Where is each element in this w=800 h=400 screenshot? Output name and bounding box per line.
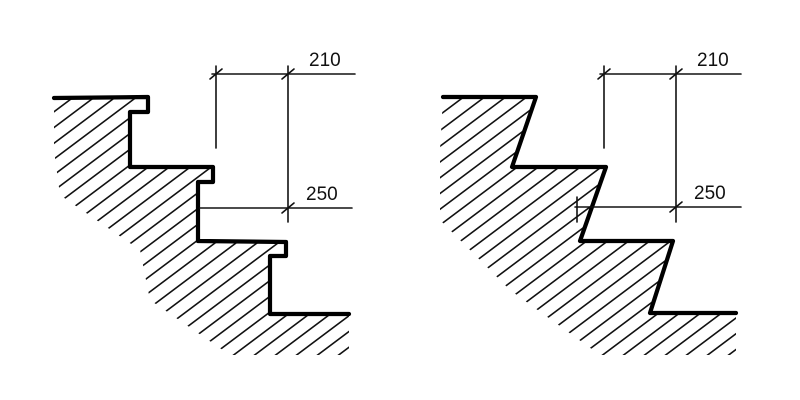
hatch-line	[205, 98, 349, 355]
hatch-line	[184, 98, 349, 355]
right-dimension-lines	[574, 65, 742, 223]
hatch-line	[54, 98, 229, 355]
right-tread-depth-label: 250	[694, 183, 726, 204]
right-riser-height-label: 210	[697, 50, 729, 71]
hatch-line	[54, 98, 187, 355]
hatch-line	[54, 98, 250, 355]
left-dimension-lines	[199, 65, 356, 223]
hatch-line	[490, 98, 736, 355]
hatch-line	[440, 98, 535, 355]
hatch-line	[764, 60, 800, 360]
hatch-line	[58, 98, 349, 355]
hatch-line	[54, 98, 349, 355]
hatch-line	[440, 98, 451, 355]
hatch-line	[440, 98, 514, 355]
hatch-line	[54, 98, 271, 355]
hatch-line	[440, 98, 598, 355]
hatch-line	[440, 98, 703, 355]
hatch-line	[54, 98, 124, 355]
hatch-line	[574, 98, 736, 355]
hatch-line	[54, 98, 61, 355]
hatch-line	[163, 98, 349, 355]
hatch-line	[54, 98, 145, 355]
hatch-line	[54, 98, 292, 355]
hatch-line	[54, 98, 349, 355]
hatch-line	[743, 60, 800, 360]
right-stair: 210 250	[440, 50, 800, 360]
left-tread-depth-label: 250	[306, 184, 338, 205]
hatch-line	[440, 98, 577, 355]
hatch-line	[553, 98, 736, 355]
left-stair-profile	[51, 94, 352, 317]
hatch-line	[54, 98, 82, 355]
hatch-line	[54, 98, 103, 355]
left-riser-height-label: 210	[309, 50, 341, 71]
hatch-line	[785, 60, 800, 360]
hatch-line	[440, 98, 556, 355]
hatch-line	[54, 98, 166, 355]
right-stair-profile	[440, 94, 739, 316]
